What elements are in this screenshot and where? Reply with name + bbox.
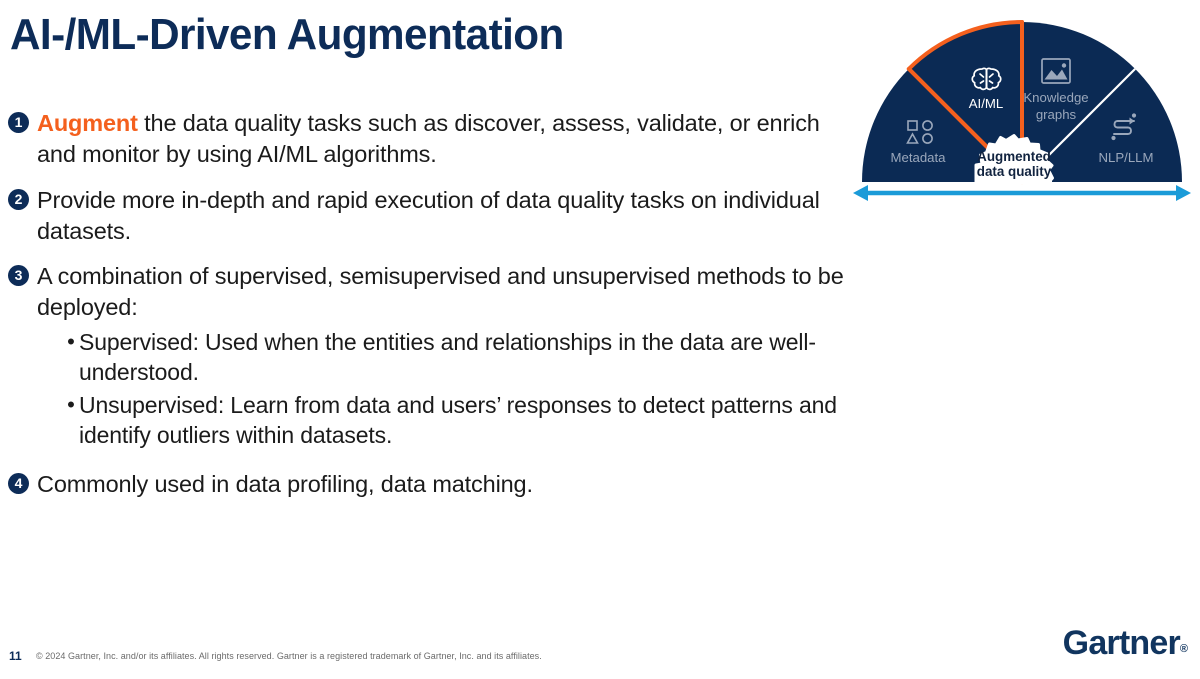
gartner-logo: Gartner®: [1063, 626, 1188, 660]
sub-list-item-text: Supervised: Used when the entities and r…: [79, 328, 816, 386]
list-number-badge: 4: [8, 472, 29, 494]
shapes-grid-icon: [906, 120, 933, 144]
list-item-body: A combination of supervised, semisupervi…: [37, 263, 844, 321]
sub-bullet-list: • Supervised: Used when the entities and…: [63, 327, 853, 451]
list-item: 3 A combination of supervised, semisuper…: [8, 261, 853, 453]
list-item-text: Augment the data quality tasks such as d…: [37, 108, 853, 171]
list-item-body: Provide more in-depth and rapid executio…: [37, 186, 820, 244]
list-item-text: A combination of supervised, semisupervi…: [37, 261, 853, 324]
sub-list-item: • Unsupervised: Learn from data and user…: [63, 390, 853, 451]
segment-label-knowledge-line2: graphs: [1036, 107, 1077, 122]
registered-trademark-icon: ®: [1179, 643, 1188, 655]
s-route-arrow-icon: [1111, 113, 1137, 141]
copyright-notice: © 2024 Gartner, Inc. and/or its affiliat…: [36, 651, 542, 661]
list-item-text: Provide more in-depth and rapid executio…: [37, 185, 853, 248]
list-item-body: Commonly used in data profiling, data ma…: [37, 470, 533, 497]
brand-name: Gartner: [1062, 624, 1181, 662]
page-number: 11: [9, 649, 22, 663]
list-item: 4 Commonly used in data profiling, data …: [8, 469, 853, 500]
segment-label-nlp-llm: NLP/LLM: [1099, 150, 1154, 165]
segment-nlp-llm[interactable]: [1022, 68, 1182, 182]
double-headed-arrow-icon: [853, 185, 1191, 201]
bullet-dot-icon: •: [67, 391, 75, 417]
segment-knowledge-graphs[interactable]: [1022, 22, 1136, 182]
segment-label-aiml: AI/ML: [969, 96, 1003, 111]
segment-label-metadata: Metadata: [891, 150, 947, 165]
augmented-data-quality-hub: [974, 134, 1054, 184]
list-item-body: the data quality tasks such as discover,…: [37, 110, 820, 168]
bullet-dot-icon: •: [67, 328, 75, 354]
image-frame-icon: [1041, 58, 1071, 84]
list-number-badge: 2: [8, 188, 29, 210]
highlight-term: Augment: [37, 110, 138, 136]
brain-icon: [971, 67, 1002, 91]
hub-label-line1: Augmented: [977, 149, 1051, 164]
augmented-data-quality-diagram: Metadata AI/ML Knowledge graphs NLP/LL: [846, 2, 1198, 207]
sub-list-item: • Supervised: Used when the entities and…: [63, 327, 853, 388]
page-title: AI-/ML-Driven Augmentation: [10, 10, 564, 59]
segment-label-knowledge: Knowledge: [1023, 90, 1088, 105]
list-item-text: Commonly used in data profiling, data ma…: [37, 469, 533, 500]
list-item: 2 Provide more in-depth and rapid execut…: [8, 185, 853, 248]
list-number-badge: 3: [8, 265, 29, 286]
list-item: 1 Augment the data quality tasks such as…: [8, 108, 853, 171]
numbered-list: 1 Augment the data quality tasks such as…: [8, 108, 853, 514]
list-number-badge: 1: [8, 112, 29, 133]
sub-list-item-text: Unsupervised: Learn from data and users’…: [79, 391, 837, 449]
hub-label-line2: data quality: [977, 164, 1052, 179]
